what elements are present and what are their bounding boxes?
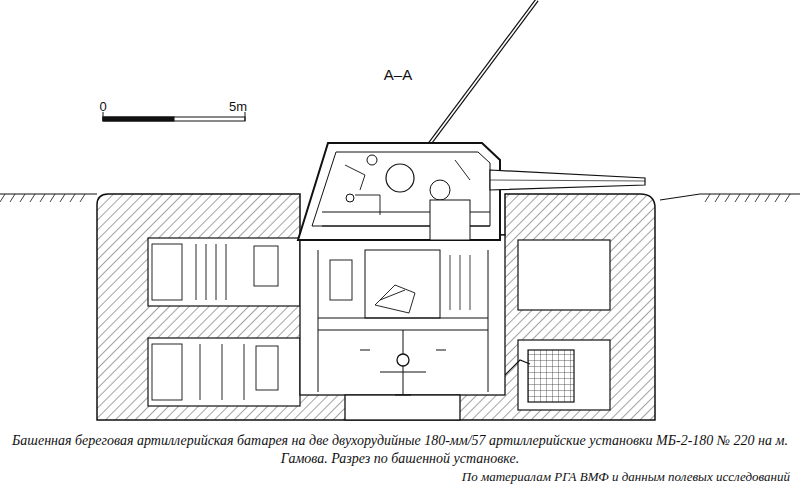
scale-zero: 0 — [99, 99, 106, 114]
scale-bar — [103, 112, 245, 121]
turret-well — [300, 235, 505, 420]
source-note: По материалам РГА ВМФ и данным полевых и… — [462, 469, 790, 485]
section-label: A–A — [384, 66, 412, 83]
left-rooms — [148, 238, 300, 406]
scale-length: 5m — [229, 99, 247, 114]
figure-caption: Башенная береговая артиллерийская батаре… — [8, 432, 792, 468]
gun-turret — [298, 0, 645, 240]
